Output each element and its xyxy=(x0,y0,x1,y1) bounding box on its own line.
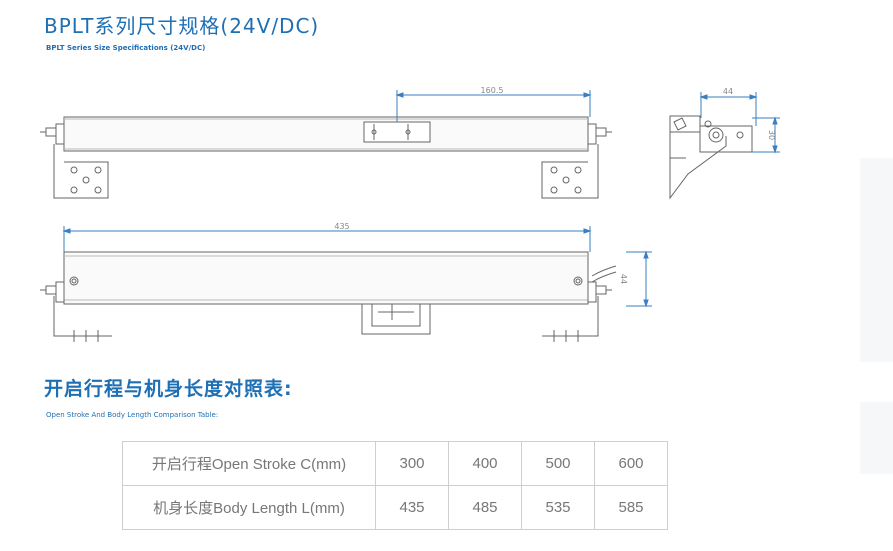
table-cell: 535 xyxy=(521,485,595,530)
page-subtitle: BPLT Series Size Specifications (24V/DC) xyxy=(46,44,206,52)
table-row: 开启行程Open Stroke C(mm) 300 400 500 600 xyxy=(122,441,668,486)
dim-label-side-height: 30 xyxy=(767,130,776,140)
table-row: 机身长度Body Length L(mm) 435 485 535 585 xyxy=(122,485,668,530)
front-view xyxy=(40,251,617,342)
side-decoration-panel xyxy=(860,158,893,362)
dim-label-435: 435 xyxy=(334,222,349,231)
dimension-side xyxy=(699,92,780,154)
table-cell: 400 xyxy=(448,441,522,486)
table-cell: 600 xyxy=(594,441,668,486)
table-cell: 585 xyxy=(594,485,668,530)
row-label-stroke: 开启行程Open Stroke C(mm) xyxy=(122,441,376,486)
page-title: BPLT系列尺寸规格(24V/DC) xyxy=(44,14,320,38)
table-cell: 500 xyxy=(521,441,595,486)
side-decoration-panel xyxy=(860,402,893,474)
table-cell: 485 xyxy=(448,485,522,530)
table-cell: 435 xyxy=(375,485,449,530)
comparison-subtitle: Open Stroke And Body Length Comparison T… xyxy=(46,411,219,419)
dimension-435 xyxy=(62,226,592,252)
comparison-title: 开启行程与机身长度对照表: xyxy=(44,378,293,400)
row-label-body-length: 机身长度Body Length L(mm) xyxy=(122,485,376,530)
dimension-160-5 xyxy=(395,90,592,122)
dim-label-160-5: 160.5 xyxy=(481,86,504,95)
technical-drawing: 160.5 44 30 435 44 xyxy=(40,86,780,342)
side-view xyxy=(669,115,753,200)
dimension-44-front xyxy=(626,250,652,308)
dim-label-front-height: 44 xyxy=(619,274,628,284)
top-view xyxy=(40,116,612,199)
table-cell: 300 xyxy=(375,441,449,486)
dim-label-side-width: 44 xyxy=(723,87,733,96)
stroke-length-table: 开启行程Open Stroke C(mm) 300 400 500 600 机身… xyxy=(122,441,668,530)
